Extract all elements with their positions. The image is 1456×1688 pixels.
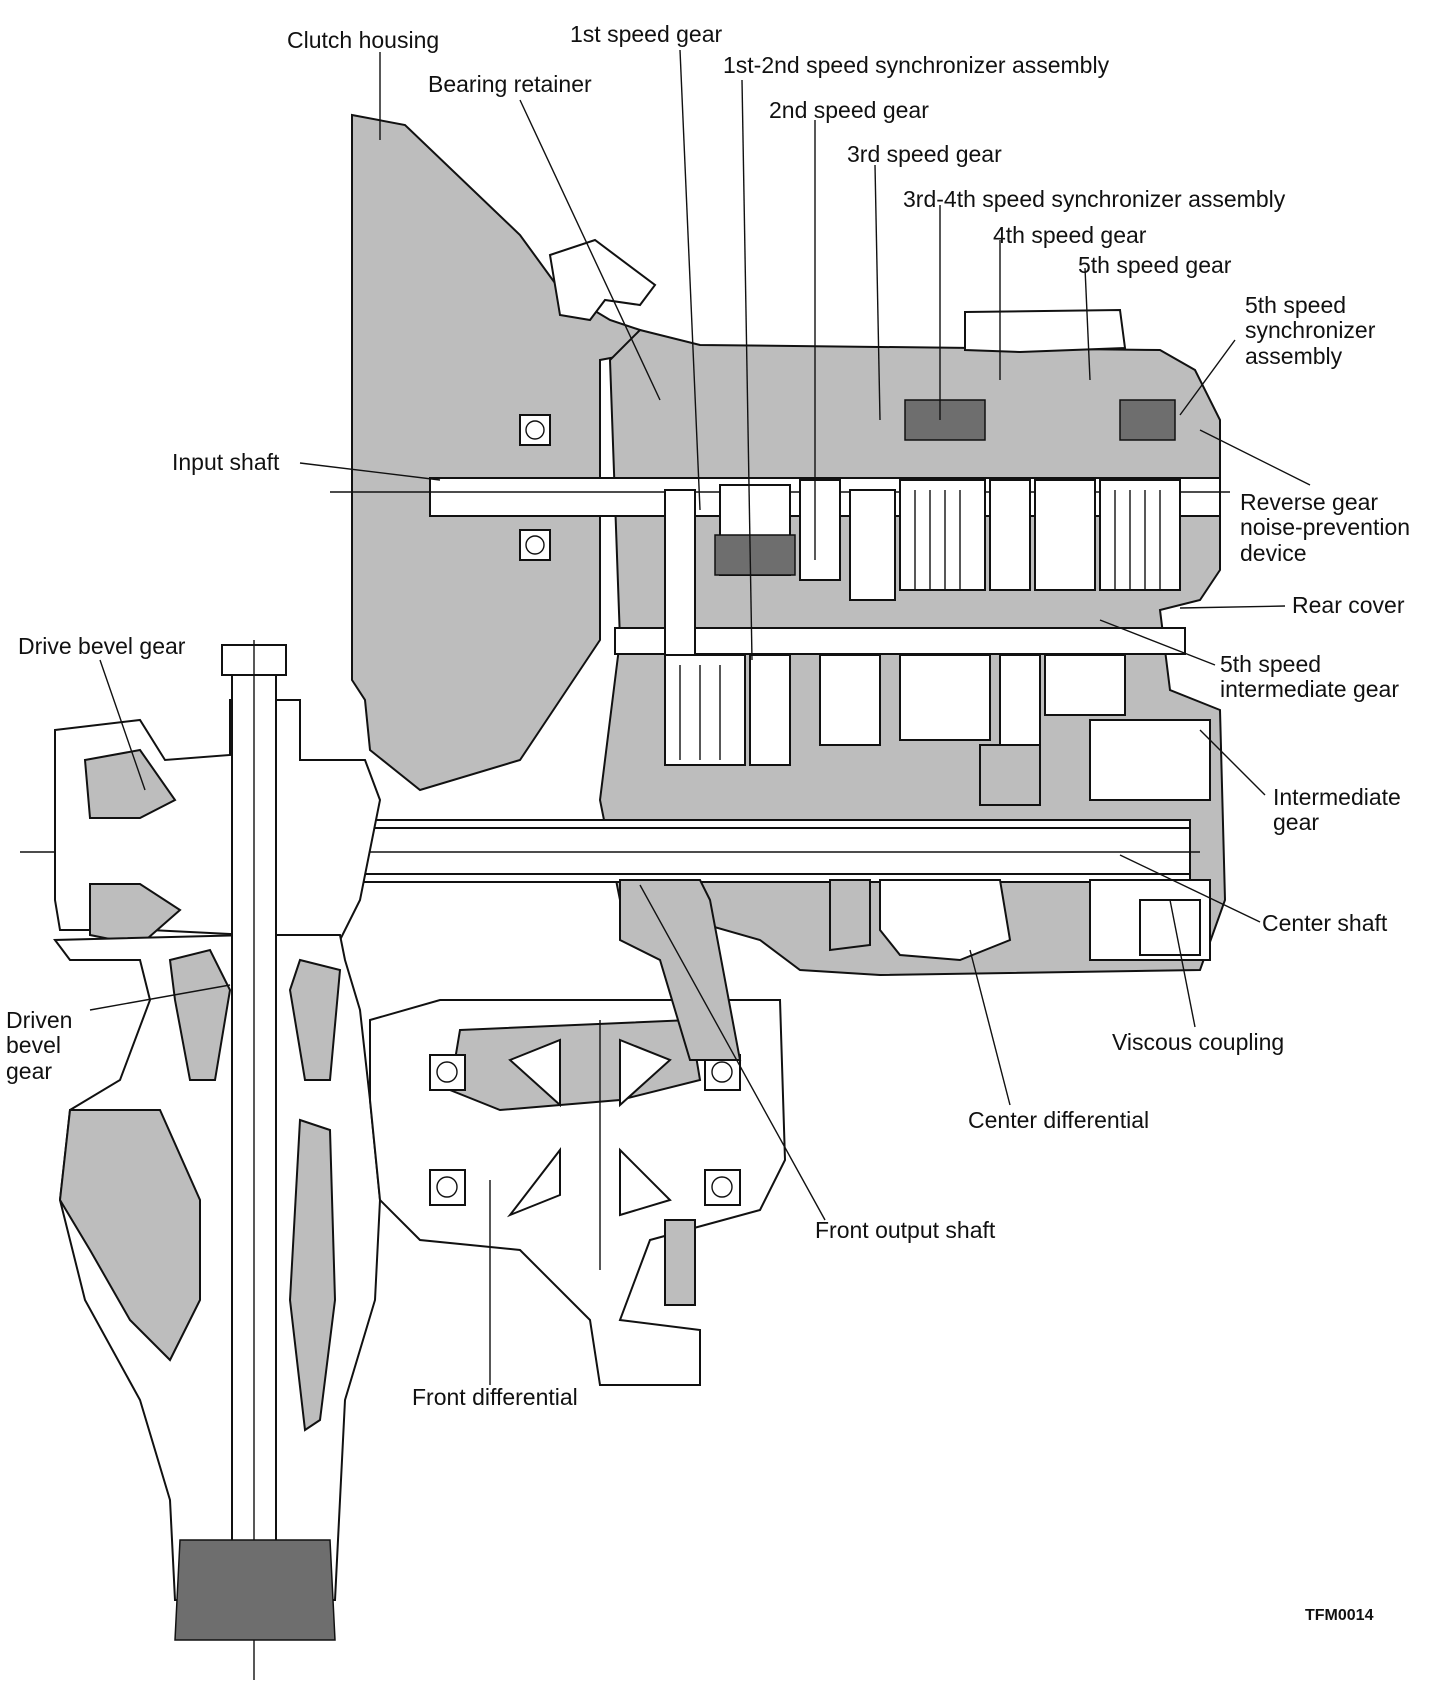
gear-teeth-lines (679, 490, 1161, 760)
driven-bevel-gear-shape-right (288, 958, 342, 1081)
label-bearing-retainer: Bearing retainer (428, 71, 592, 97)
label-drive-bevel-gear: Drive bevel gear (18, 633, 186, 659)
bearing-retainer-shape (548, 238, 657, 322)
differential-bearings (429, 1054, 741, 1206)
driven-bevel-gear-shape (168, 948, 232, 1081)
drive-bevel-gear-shape (83, 748, 177, 819)
figure-code: TFM0014 (1305, 1607, 1374, 1624)
front-output-gear (619, 879, 742, 1061)
label-first-second-sync: 1st-2nd speed synchronizer assembly (723, 52, 1110, 78)
bottom-cap (174, 1539, 336, 1641)
gear-stack (664, 479, 1181, 766)
label-driven-bevel-gear: Driven bevel gear (6, 1007, 73, 1084)
label-viscous-coupling: Viscous coupling (1112, 1029, 1285, 1055)
label-center-differential: Center differential (968, 1107, 1150, 1133)
label-input-shaft: Input shaft (172, 449, 280, 475)
drive-bevel-gear-lower (89, 883, 182, 947)
label-intermediate-gear: Intermediate gear (1273, 784, 1401, 836)
differential-pinions (506, 1038, 672, 1218)
diff-bolt (664, 1219, 696, 1306)
label-fifth-sync: 5th speed synchronizer assembly (1245, 292, 1376, 369)
label-rear-cover: Rear cover (1292, 592, 1405, 618)
top-housing-bump (964, 308, 1127, 354)
label-reverse-gear-device: Reverse gear noise-prevention device (1240, 489, 1411, 566)
center-diff-case (829, 879, 871, 952)
sync-1-2 (714, 534, 796, 576)
right-shaded-strip (288, 1118, 337, 1432)
sync-5 (1119, 399, 1176, 441)
left-shaded-block (58, 1109, 201, 1362)
sync-3-4 (904, 399, 986, 441)
center-shaft-inner (214, 827, 1191, 875)
intermediate-gear-shape (979, 744, 1041, 806)
label-fourth-speed-gear: 4th speed gear (993, 222, 1147, 248)
intermediate-shaft-shape (614, 627, 1186, 655)
label-fifth-speed-gear: 5th speed gear (1078, 252, 1232, 278)
label-third-fourth-sync: 3rd-4th speed synchronizer assembly (903, 186, 1286, 212)
label-front-differential: Front differential (412, 1384, 578, 1410)
viscous-coupling-inner (1139, 899, 1201, 956)
label-first-speed-gear: 1st speed gear (570, 21, 723, 47)
label-front-output-shaft: Front output shaft (815, 1217, 996, 1243)
center-differential-shape (879, 879, 1012, 962)
label-third-speed-gear: 3rd speed gear (847, 141, 1002, 167)
bearings-upper (519, 414, 551, 561)
label-clutch-housing: Clutch housing (287, 27, 440, 53)
label-center-shaft: Center shaft (1262, 910, 1388, 936)
leader-lines (89, 49, 1311, 1385)
label-second-speed-gear: 2nd speed gear (769, 97, 929, 123)
viscous-coupling-upper (1089, 719, 1211, 801)
label-fifth-intermediate-gear: 5th speed intermediate gear (1220, 651, 1399, 703)
